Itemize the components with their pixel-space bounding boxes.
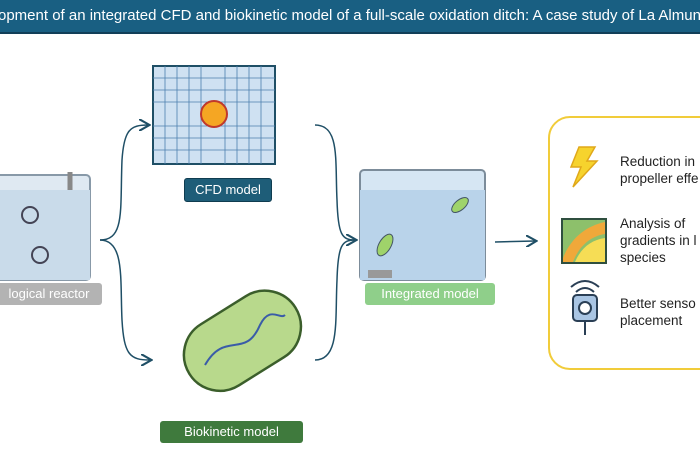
integrated-tank-illustration bbox=[359, 169, 486, 281]
gradient-map-icon bbox=[561, 218, 607, 264]
integrated-model-label: Integrated model bbox=[365, 283, 495, 305]
biological-reactor-illustration bbox=[0, 172, 91, 281]
page-title: opment of an integrated CFD and biokinet… bbox=[0, 0, 700, 34]
biokinetic-model-label: Biokinetic model bbox=[160, 421, 303, 443]
bacterium-illustration bbox=[182, 289, 303, 393]
sensor-icon bbox=[570, 280, 600, 335]
cfd-model-label: CFD model bbox=[184, 178, 272, 202]
reactor-label: logical reactor bbox=[0, 283, 102, 305]
lightning-icon bbox=[569, 146, 599, 188]
flow-arrows bbox=[99, 125, 535, 360]
cfd-mesh-illustration bbox=[152, 65, 276, 165]
